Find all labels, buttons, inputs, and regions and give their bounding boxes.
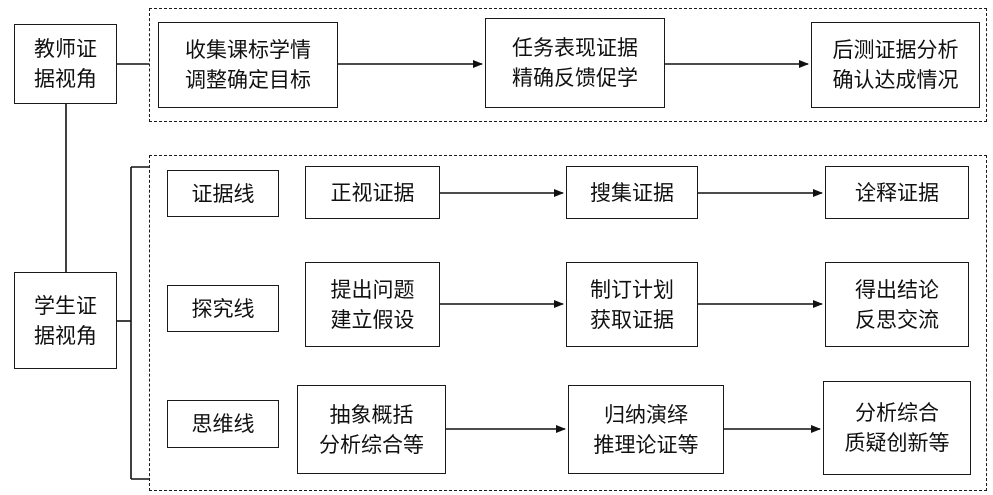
step-text-line: 调整确定目标 [185, 68, 311, 92]
inquiry-step-plan: 制订计划 获取证据 [566, 262, 698, 347]
line-label-thinking: 思维线 [167, 400, 279, 448]
step-text-line: 推理论证等 [593, 432, 699, 457]
step-text-line: 收集课标学情 [185, 38, 311, 62]
step-text-line: 后测证据分析 [832, 38, 959, 62]
teacher-label-line-2: 据视角 [34, 67, 97, 91]
teacher-steps-group [149, 8, 987, 122]
line-label-inquiry: 探究线 [167, 285, 279, 332]
student-label-line-2: 据视角 [34, 323, 97, 348]
thinking-step-innovate: 分析综合 质疑创新等 [823, 381, 971, 475]
step-text-line: 质疑创新等 [844, 431, 950, 455]
teacher-step-posttest: 后测证据分析 确认达成情况 [811, 22, 980, 108]
line-label-evidence: 证据线 [167, 170, 279, 217]
step-text-line: 确认达成情况 [832, 68, 959, 92]
line-label-text: 思维线 [191, 412, 255, 436]
teacher-label-line-1: 教师证 [34, 37, 97, 61]
step-text-line: 抽象概括 [329, 402, 414, 427]
student-label-line-1: 学生证 [34, 293, 97, 318]
teacher-perspective-label: 教师证 据视角 [14, 24, 117, 104]
step-text-line: 任务表现证据 [512, 36, 638, 60]
step-text-line: 建立假设 [330, 307, 415, 332]
step-text-line: 搜集证据 [590, 180, 674, 205]
step-text-line: 得出结论 [855, 277, 939, 302]
line-label-text: 探究线 [191, 296, 255, 321]
student-steps-group [149, 155, 987, 491]
step-text-line: 提出问题 [330, 277, 415, 302]
step-text-line: 诠释证据 [855, 180, 939, 205]
inquiry-step-conclusion: 得出结论 反思交流 [825, 262, 969, 347]
step-text-line: 正视证据 [330, 180, 415, 205]
teacher-step-task-evidence: 任务表现证据 精确反馈促学 [485, 18, 665, 108]
step-text-line: 制订计划 [590, 277, 674, 302]
step-text-line: 反思交流 [855, 307, 939, 332]
thinking-step-induction: 归纳演绎 推理论证等 [568, 385, 724, 474]
inquiry-step-question: 提出问题 建立假设 [305, 262, 440, 347]
teacher-step-collect: 收集课标学情 调整确定目标 [158, 22, 338, 108]
evidence-step-interpret: 诠释证据 [825, 166, 969, 219]
step-text-line: 精确反馈促学 [512, 66, 638, 90]
student-perspective-label: 学生证 据视角 [14, 272, 117, 369]
line-label-text: 证据线 [191, 181, 255, 206]
thinking-step-abstract: 抽象概括 分析综合等 [297, 385, 446, 474]
step-text-line: 归纳演绎 [604, 402, 688, 427]
step-text-line: 分析综合等 [319, 432, 424, 457]
evidence-step-face: 正视证据 [305, 166, 440, 219]
step-text-line: 获取证据 [590, 307, 674, 332]
evidence-step-collect: 搜集证据 [566, 166, 698, 219]
step-text-line: 分析综合 [855, 401, 939, 425]
